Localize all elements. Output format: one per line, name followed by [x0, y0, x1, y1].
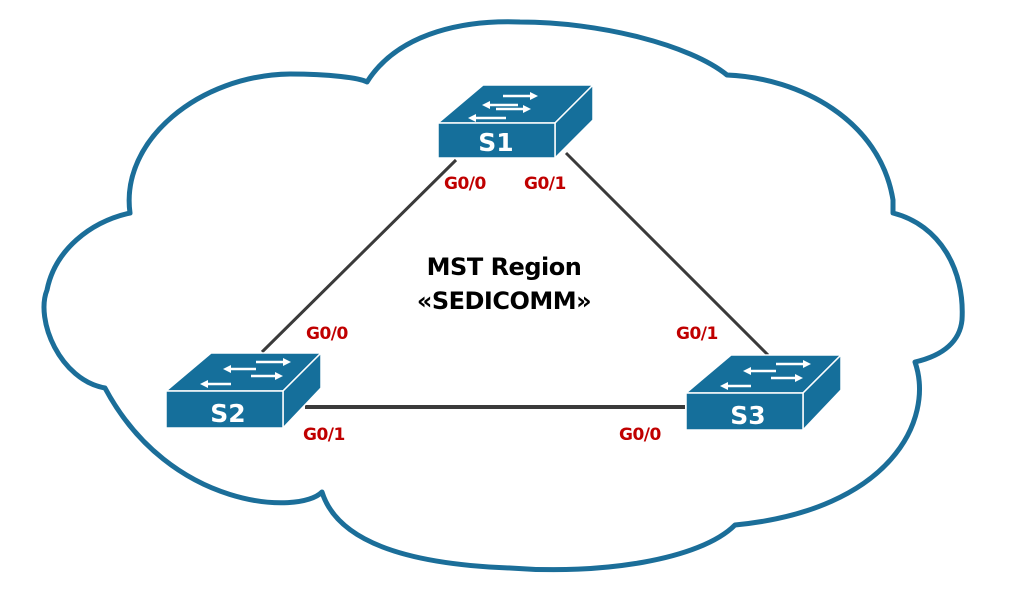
port-label-s2-g0-0: G0/0 [306, 324, 348, 344]
region-title-line2: «SEDICOMM» [416, 287, 592, 315]
switch-front-face [685, 392, 804, 431]
switch-s2[interactable]: S2 [163, 351, 323, 430]
switch-s1[interactable]: S1 [435, 83, 595, 160]
region-title-line1: MST Region [426, 253, 582, 281]
switch-front-face [437, 122, 556, 159]
link-s1-s2 [260, 158, 458, 354]
switch-arrows-icon [468, 92, 538, 122]
switch-label: S3 [730, 401, 765, 430]
port-label-s3-g0-0: G0/0 [619, 425, 661, 445]
port-label-s1-g0-1: G0/1 [524, 174, 566, 194]
region-title: MST Region «SEDICOMM» [374, 250, 634, 318]
port-label-s2-g0-1: G0/1 [303, 425, 345, 445]
switch-label: S1 [478, 128, 513, 157]
port-label-s1-g0-0: G0/0 [444, 174, 486, 194]
switch-s3[interactable]: S3 [683, 353, 843, 432]
switch-arrows-icon [720, 360, 811, 390]
port-label-s3-g0-1: G0/1 [676, 324, 718, 344]
link-s1-s3 [564, 151, 770, 357]
switch-front-face [165, 390, 284, 429]
mst-region-cloud [41, 19, 965, 573]
switch-label: S2 [210, 399, 245, 428]
switch-arrows-icon [200, 358, 291, 388]
